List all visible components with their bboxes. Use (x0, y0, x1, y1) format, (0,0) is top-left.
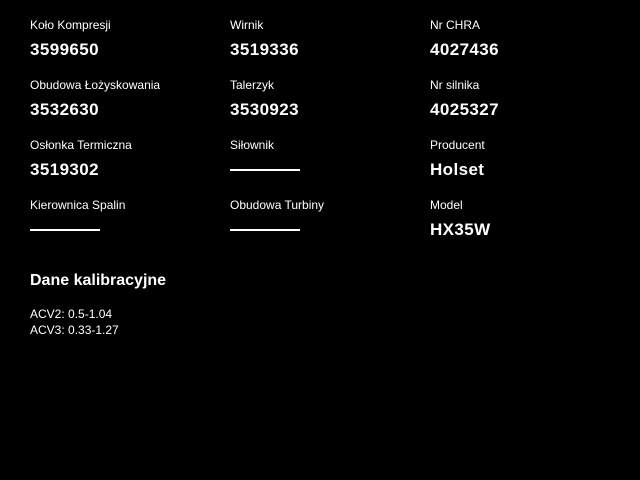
field-label: Obudowa Łożyskowania (30, 78, 161, 92)
field-value: 3519336 (230, 40, 299, 59)
empty-value-dash (30, 229, 100, 231)
field-label: Siłownik (230, 138, 275, 152)
field-obudowa-turbiny: Obudowa Turbiny (230, 198, 430, 258)
field-talerzyk: Talerzyk 3530923 (230, 78, 430, 138)
field-model: Model HX35W (430, 198, 630, 258)
field-label: Producent (430, 138, 485, 152)
field-value: 4027436 (430, 40, 499, 59)
field-value: 4025327 (430, 100, 499, 119)
field-producent: Producent Holset (430, 138, 630, 198)
field-value: 3599650 (30, 40, 99, 59)
field-label: Nr CHRA (430, 18, 480, 32)
calibration-line-acv3: ACV3: 0.33-1.27 (30, 323, 119, 337)
field-nr-chra: Nr CHRA 4027436 (430, 18, 630, 78)
field-label: Wirnik (230, 18, 264, 32)
field-value: Holset (430, 160, 485, 179)
field-label: Talerzyk (230, 78, 275, 92)
empty-value-dash (230, 169, 300, 171)
field-label: Nr silnika (430, 78, 480, 92)
field-kolo-kompresji: Koło Kompresji 3599650 (30, 18, 230, 78)
field-value: 3519302 (30, 160, 99, 179)
field-label: Koło Kompresji (30, 18, 111, 32)
field-silownik: Siłownik (230, 138, 430, 198)
field-label: Kierownica Spalin (30, 198, 126, 212)
field-wirnik: Wirnik 3519336 (230, 18, 430, 78)
field-value: 3532630 (30, 100, 99, 119)
field-nr-silnika: Nr silnika 4025327 (430, 78, 630, 138)
parts-data-grid: Koło Kompresji 3599650 Wirnik 3519336 Nr… (30, 18, 630, 258)
calibration-section: Dane kalibracyjne ACV2: 0.5-1.04 ACV3: 0… (0, 272, 640, 338)
field-label: Model (430, 198, 463, 212)
field-oslonka-termiczna: Osłonka Termiczna 3519302 (30, 138, 230, 198)
field-value: HX35W (430, 220, 491, 239)
field-label: Osłonka Termiczna (30, 138, 132, 152)
calibration-title: Dane kalibracyjne (30, 272, 167, 289)
field-kierownica-spalin: Kierownica Spalin (30, 198, 230, 258)
calibration-line-acv2: ACV2: 0.5-1.04 (30, 307, 113, 321)
field-label: Obudowa Turbiny (230, 198, 325, 212)
field-obudowa-lozyskowania: Obudowa Łożyskowania 3532630 (30, 78, 230, 138)
field-value: 3530923 (230, 100, 299, 119)
empty-value-dash (230, 229, 300, 231)
